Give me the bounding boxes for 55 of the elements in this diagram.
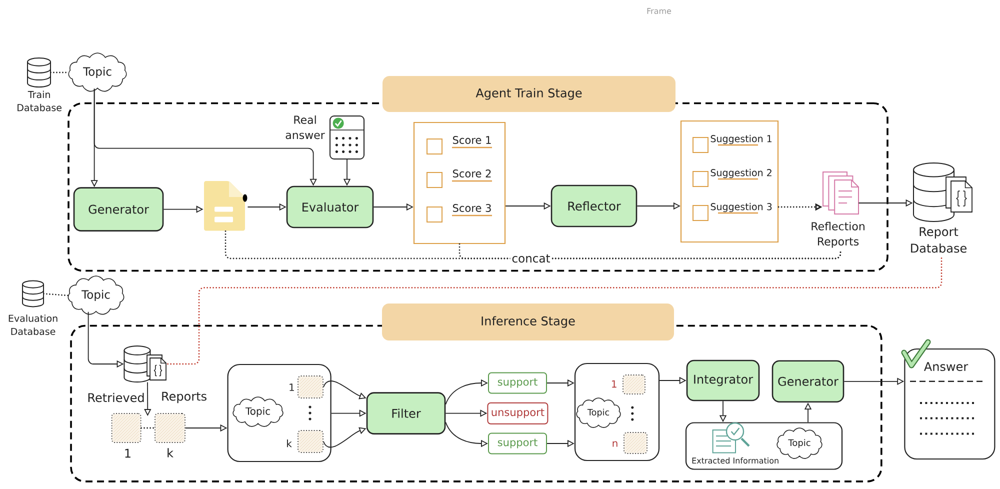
answer-card-icon: [330, 116, 364, 160]
process-box: Generator: [772, 360, 844, 403]
answer-card: Answer: [904, 348, 996, 460]
dotted-line: [140, 427, 156, 429]
dotted-line: [458, 243, 842, 260]
hatched-square: [154, 413, 186, 443]
database-icon: [124, 346, 166, 382]
stage-banner: Agent Train Stage: [382, 76, 676, 112]
cloud: Topic: [232, 396, 284, 427]
database-icon: [22, 280, 44, 308]
database-icon: [27, 58, 52, 88]
dotted-line: [50, 72, 70, 74]
dotted-line: [43, 293, 69, 296]
node-label: Real answer: [286, 115, 325, 140]
list-item-label: Score 1: [452, 136, 491, 144]
stage-banner: Inference Stage: [382, 304, 674, 340]
document-search-icon: [712, 422, 750, 454]
status-tag: unsupport: [487, 402, 548, 424]
document-icon: [204, 181, 248, 231]
node-label: Retrieved: [88, 392, 144, 402]
edge-label: concat: [510, 252, 552, 264]
cloud: Topic: [776, 428, 822, 459]
documents-icon: [822, 172, 859, 214]
node-label: Train Database: [18, 90, 62, 112]
list-item-label: Score 2: [452, 170, 491, 178]
cloud: Topic: [576, 398, 621, 428]
item-number: k: [287, 439, 292, 448]
item-number: n: [612, 441, 618, 447]
process-box: Evaluator: [286, 186, 374, 228]
list-item-label: Score 3: [452, 204, 491, 212]
cloud: Topic: [68, 276, 124, 315]
list-item-label: Suggestion 3: [710, 202, 772, 212]
database-icon: [913, 162, 972, 222]
list-item-label: Suggestion 1: [710, 134, 772, 144]
process-box: Filter: [366, 392, 446, 434]
node-label: Reflection Reports: [812, 222, 864, 248]
dotted-line: [166, 258, 942, 365]
hatched-square: [298, 430, 324, 453]
node-label: Report Database: [911, 227, 966, 253]
process-box: Integrator: [686, 360, 760, 402]
item-number: 1: [290, 384, 294, 391]
cloud: Topic: [68, 52, 127, 92]
frame-title: Frame: [647, 8, 672, 14]
node-label: Extracted Information: [692, 457, 778, 464]
process-box: Generator: [73, 187, 164, 232]
hatched-square: [624, 432, 648, 454]
node-label: Reports: [162, 392, 206, 404]
item-number: 1: [612, 380, 616, 388]
item-number: 1: [125, 448, 130, 458]
status-tag: support: [488, 432, 547, 454]
list-item-label: Suggestion 2: [710, 168, 772, 178]
process-box: Reflector: [550, 184, 638, 228]
node-label: Evaluation Database: [8, 314, 58, 336]
status-tag: support: [488, 372, 547, 394]
item-number: k: [168, 448, 174, 458]
